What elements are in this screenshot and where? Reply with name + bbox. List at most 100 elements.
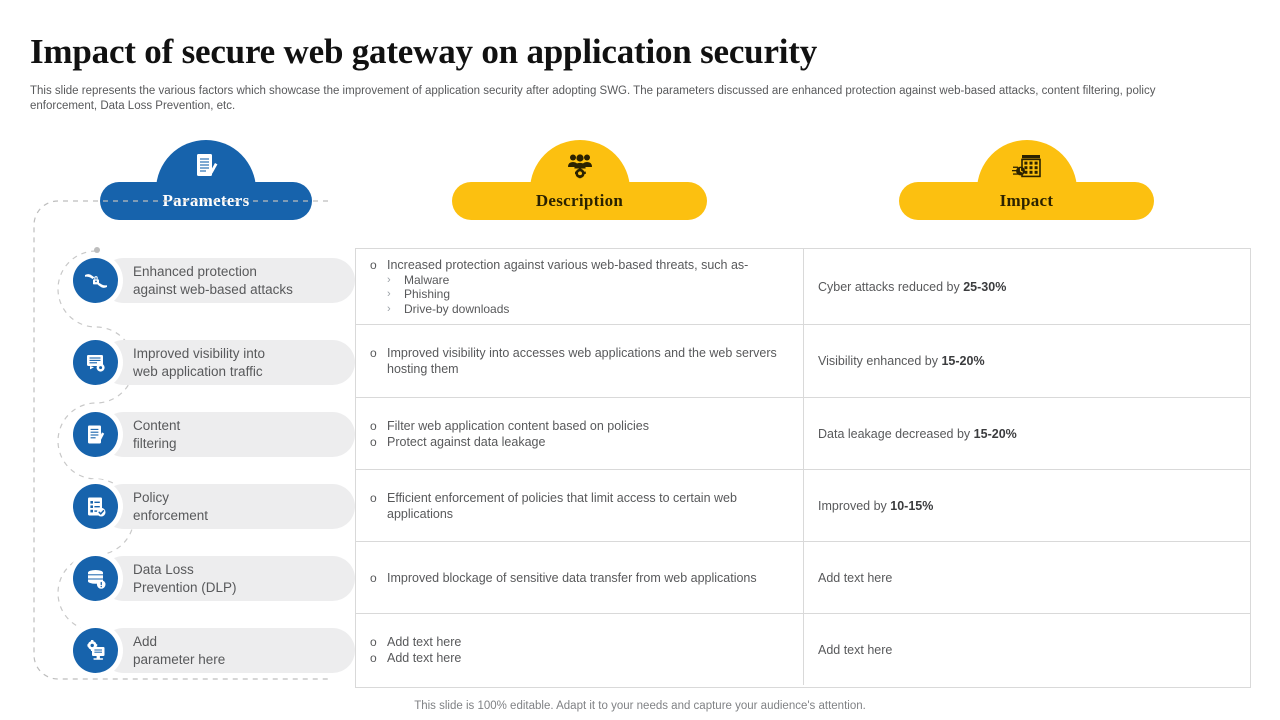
bullet-text: Improved visibility into accesses web ap… <box>387 346 777 376</box>
param-pill <box>101 258 355 303</box>
bullet-text: Drive-by downloads <box>404 301 510 316</box>
bullet-text: Phishing <box>404 287 451 302</box>
bullet-text: Filter web application content based on … <box>387 418 649 433</box>
sidebar-item-data-loss-prevention[interactable]: Data Loss Prevention (DLP) <box>73 556 355 601</box>
sidebar-item-policy-enforcement[interactable]: Policy enforcement <box>73 484 355 529</box>
sidebar-item-improved-visibility[interactable]: Improved visibility into web application… <box>73 340 355 385</box>
bullet-marker: o <box>370 346 377 360</box>
bullet-text: Add text here <box>387 634 462 649</box>
impact-text: Add text here <box>818 642 892 658</box>
description-bullet: › Phishing <box>387 287 789 302</box>
bullet-marker: › <box>387 273 391 286</box>
impact-text: Add text here <box>818 570 892 586</box>
param-pill <box>101 628 355 673</box>
param-pill <box>101 484 355 529</box>
banner-label: Description <box>535 191 624 210</box>
calendar-clock-icon <box>1010 152 1044 182</box>
database-alert-icon <box>73 556 118 601</box>
impact-prefix: Add text here <box>818 642 893 657</box>
impact-cell: Cyber attacks reduced by 25-30% <box>804 249 1250 324</box>
impact-prefix: Add text here <box>818 570 893 585</box>
sidebar-item-content-filtering[interactable]: Content filtering <box>73 412 355 457</box>
impact-prefix: Cyber attacks reduced by <box>818 279 964 294</box>
monitor-gear-icon <box>73 340 118 385</box>
impact-value: 10-15% <box>890 498 934 513</box>
impact-cell: Add text here <box>804 614 1250 685</box>
banner-pill[interactable]: Impact <box>899 182 1154 220</box>
banner-label: Impact <box>999 191 1054 210</box>
description-bullet: o Improved visibility into accesses web a… <box>370 345 789 377</box>
banner-description[interactable]: Description <box>452 140 707 220</box>
param-pill <box>101 412 355 457</box>
impact-prefix: Improved by <box>818 498 891 513</box>
sidebar-item-label: Content filtering <box>133 418 181 451</box>
impact-text: Cyber attacks reduced by 25-30% <box>818 279 1006 295</box>
bullet-marker: o <box>370 257 377 272</box>
description-bullet: o Protect against data leakage <box>370 434 789 450</box>
bullet-text: Malware <box>404 272 450 287</box>
impact-text: Improved by 10-15% <box>818 498 933 514</box>
impact-value: 15-20% <box>973 426 1017 441</box>
impact-text: Visibility enhanced by 15-20% <box>818 353 985 369</box>
description-bullet: o Add text here <box>370 634 789 650</box>
bullet-marker: o <box>370 418 377 433</box>
impact-prefix: Data leakage decreased by <box>818 426 974 441</box>
impact-value: 25-30% <box>963 279 1007 294</box>
banner-pill[interactable]: Description <box>452 182 707 220</box>
sidebar-item-label: Enhanced protection against web-based at… <box>133 264 293 297</box>
sidebar-item-label: Add parameter here <box>133 634 226 667</box>
sidebar-item-label: Policy enforcement <box>133 490 209 523</box>
impact-prefix: Visibility enhanced by <box>818 354 942 368</box>
description-bullet: o Improved blockage of sensitive data tra… <box>370 570 789 586</box>
impact-text: Data leakage decreased by 15-20% <box>818 426 1017 442</box>
table-row: o Improved blockage of sensitive data tra… <box>356 542 1250 614</box>
bullet-marker: o <box>370 434 377 449</box>
sidebar-item-enhanced-protection[interactable]: Enhanced protection against web-based at… <box>73 258 355 303</box>
impact-cell: Add text here <box>804 542 1250 613</box>
document-check-icon <box>73 412 118 457</box>
bullet-marker: › <box>387 302 391 315</box>
param-pill <box>101 340 355 385</box>
people-gear-icon <box>563 152 597 182</box>
description-cell: o Improved blockage of sensitive data tra… <box>356 542 804 613</box>
bullet-marker: o <box>370 650 377 665</box>
bullet-marker: o <box>370 570 377 585</box>
param-pill <box>101 556 355 601</box>
bullet-text: Add text here <box>387 650 462 665</box>
sidebar-item-label: Data Loss Prevention (DLP) <box>133 562 237 595</box>
bullet-text: Protect against data leakage <box>387 434 546 449</box>
document-pencil-icon <box>189 152 223 182</box>
table-row: o Filter web application content based on… <box>356 398 1250 470</box>
sidebar-item-add-parameter[interactable]: Add parameter here <box>73 628 355 673</box>
parameters-sidebar: Enhanced protection against web-based at… <box>28 195 358 685</box>
description-bullet: o Filter web application content based on… <box>370 418 789 434</box>
impact-cell: Data leakage decreased by 15-20% <box>804 398 1250 469</box>
bullet-text: Improved blockage of sensitive data tran… <box>387 570 757 585</box>
description-bullet: › Drive-by downloads <box>387 302 789 317</box>
description-cell: o Improved visibility into accesses web a… <box>356 325 804 397</box>
impact-cell: Improved by 10-15% <box>804 470 1250 541</box>
hands-lock-icon <box>73 258 118 303</box>
slide-footer-note: This slide is 100% editable. Adapt it to… <box>414 700 866 712</box>
gear-screen-icon <box>73 628 118 673</box>
page-title: Impact of secure web gateway on applicat… <box>30 32 818 71</box>
banner-impact[interactable]: Impact <box>899 140 1154 220</box>
impact-value: 15-20% <box>941 354 985 368</box>
bullet-marker: › <box>387 288 391 301</box>
path-start-dot <box>94 247 100 253</box>
page-subtitle: This slide represents the various factor… <box>30 85 1156 112</box>
impact-cell: Visibility enhanced by 15-20% <box>804 325 1250 397</box>
description-cell: o Filter web application content based on… <box>356 398 804 469</box>
bullet-marker: o <box>370 634 377 649</box>
sidebar-item-label: Improved visibility into web application… <box>133 346 266 379</box>
checklist-icon <box>73 484 118 529</box>
description-bullet: › Malware <box>387 273 789 288</box>
